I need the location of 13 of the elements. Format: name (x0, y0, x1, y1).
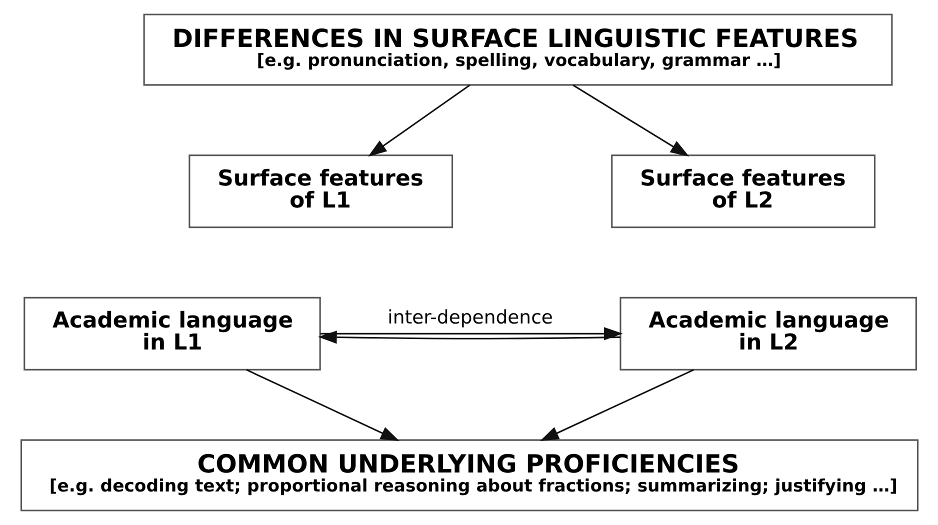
node-box: Academic language in L1 (23, 296, 320, 370)
arrow (318, 330, 620, 344)
arrow (572, 84, 689, 156)
arrow (368, 84, 470, 157)
node-box: Surface features of L1 (188, 154, 453, 228)
arrow (246, 369, 399, 442)
node-box: Academic language in L2 (619, 296, 916, 370)
arrow (320, 327, 622, 340)
node-box: DIFFERENCES IN SURFACE LINGUISTIC FEATURES [e.g. pronunciation, spelling, vocabulary, grammar …] (142, 14, 892, 86)
node-box: COMMON UNDERLYING PROFICIENCIES [e.g. decoding text; proportional reasoning about fractions; summarizing; justifying …] (20, 439, 918, 512)
node-box: Surface features of L2 (610, 154, 875, 228)
arrow (540, 369, 694, 442)
edge-label: inter-dependence (387, 308, 552, 329)
